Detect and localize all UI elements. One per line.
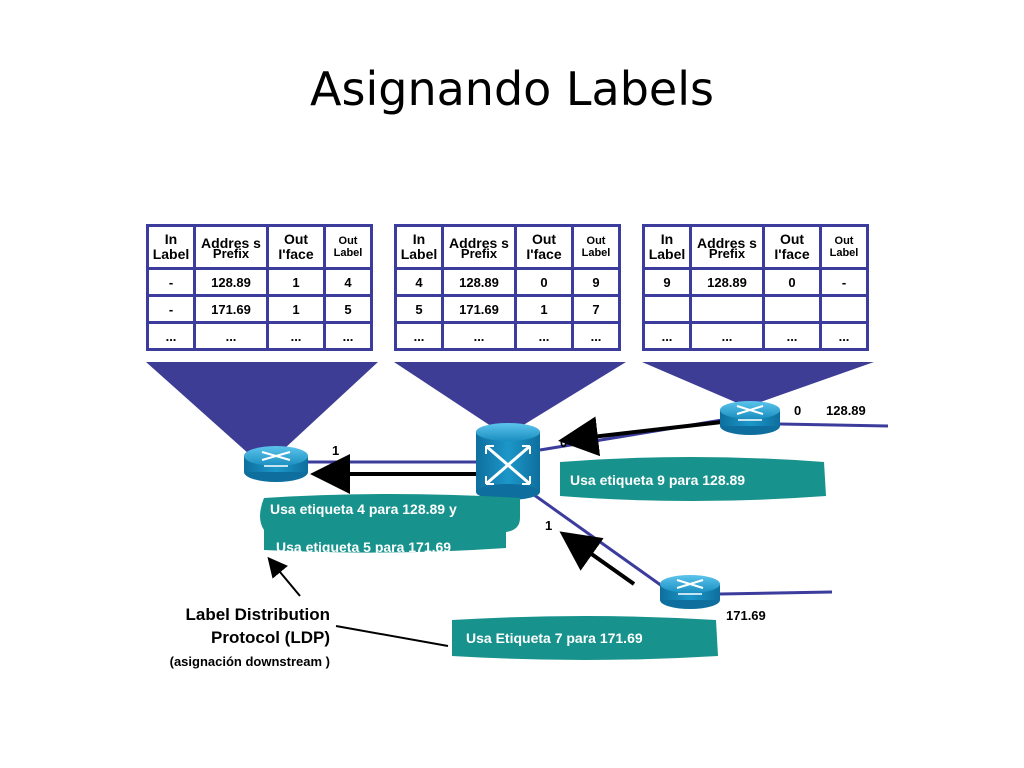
cell-address: ... — [444, 324, 514, 348]
header-address-text: Addres s — [201, 234, 261, 251]
table-funnel-center — [394, 362, 626, 432]
table-row: ... ... ... ... — [397, 324, 618, 348]
cell-address — [692, 297, 762, 321]
network-label-171: 171.69 — [726, 608, 766, 623]
table-row: ... ... ... ... — [149, 324, 370, 348]
cell-iface: 0 — [765, 270, 819, 294]
router-icon — [244, 446, 308, 482]
cell-in: ... — [149, 324, 193, 348]
router-icon — [660, 575, 720, 609]
ldp-caption-line1: Label Distribution — [186, 605, 331, 624]
header-address-text: Addres s — [449, 234, 509, 251]
cell-out: 5 — [326, 297, 370, 321]
cell-out: 9 — [574, 270, 618, 294]
table-row: - 128.89 1 4 — [149, 270, 370, 294]
cell-address: 171.69 — [444, 297, 514, 321]
cell-in: 4 — [397, 270, 441, 294]
cell-in: 5 — [397, 297, 441, 321]
header-out-label: Out Label — [326, 227, 370, 267]
iface-label-center-0: 0 — [560, 435, 567, 450]
iface-label-right-top: 0 — [794, 403, 801, 418]
bubble-label7-shape — [452, 616, 718, 660]
cell-address: ... — [692, 324, 762, 348]
cell-out: ... — [326, 324, 370, 348]
cell-in: ... — [645, 324, 689, 348]
lsr-router-icon — [476, 423, 540, 500]
bubble-label9-text: Usa etiqueta 9 para 128.89 — [570, 472, 745, 488]
ldp-arrow-bottom — [559, 531, 636, 586]
cell-iface — [765, 297, 819, 321]
bubble-label4-text-2: Usa etiqueta 5 para 171.69 — [276, 539, 451, 555]
cell-iface: 1 — [269, 270, 323, 294]
cell-iface: 1 — [517, 297, 571, 321]
cell-out: ... — [574, 324, 618, 348]
cell-out: 7 — [574, 297, 618, 321]
header-out-label: Out Label — [822, 227, 866, 267]
cell-out: 4 — [326, 270, 370, 294]
cell-in: 9 — [645, 270, 689, 294]
ldp-caption-line2: Protocol (LDP) — [211, 628, 330, 647]
slide-title: Asignando Labels — [310, 62, 714, 116]
cell-out: - — [822, 270, 866, 294]
table-row: 9 128.89 0 - — [645, 270, 866, 294]
iface-label-center-1: 1 — [545, 518, 552, 533]
bubble-label7-text: Usa Etiqueta 7 para 171.69 — [466, 630, 643, 646]
network-label-128: 128.89 — [826, 403, 866, 418]
cell-iface: 1 — [269, 297, 323, 321]
link-righttop-net — [779, 422, 889, 428]
header-address-text: Addres s — [697, 234, 757, 251]
bubble-label4-shape — [260, 494, 520, 553]
link-center-rightbottom — [529, 490, 663, 588]
table-row: - 171.69 1 5 — [149, 297, 370, 321]
table-funnel-right — [642, 362, 874, 405]
ldp-arrow-top — [558, 416, 723, 457]
table-row: ... ... ... ... — [645, 324, 866, 348]
cell-iface: 0 — [517, 270, 571, 294]
table-row: 5 171.69 1 7 — [397, 297, 618, 321]
cell-iface: ... — [765, 324, 819, 348]
header-out-iface: Out I'face — [517, 227, 571, 267]
cell-in — [645, 297, 689, 321]
cell-out: ... — [822, 324, 866, 348]
ldp-caption-line3: (asignación downstream ) — [170, 654, 330, 669]
cell-in: - — [149, 270, 193, 294]
cell-iface: ... — [269, 324, 323, 348]
cell-iface: ... — [517, 324, 571, 348]
bubble-label9-shape — [560, 457, 826, 501]
header-out-iface: Out I'face — [269, 227, 323, 267]
cell-in: ... — [397, 324, 441, 348]
cell-address: 128.89 — [692, 270, 762, 294]
router-icon — [720, 401, 780, 435]
header-prefix: Prefix — [708, 245, 746, 261]
table-funnel-left — [146, 362, 378, 462]
table-row — [645, 297, 866, 321]
header-prefix: Prefix — [460, 245, 498, 261]
cell-address: 128.89 — [196, 270, 266, 294]
header-in-label: In Label — [149, 227, 193, 267]
cell-address: 171.69 — [196, 297, 266, 321]
header-in-label: In Label — [645, 227, 689, 267]
header-prefix: Prefix — [212, 245, 250, 261]
cell-in: - — [149, 297, 193, 321]
cell-out — [822, 297, 866, 321]
cell-address: ... — [196, 324, 266, 348]
cell-address: 128.89 — [444, 270, 514, 294]
header-in-label: In Label — [397, 227, 441, 267]
ldp-line — [335, 625, 449, 647]
bubble-label4-text-1: Usa etiqueta 4 para 128.89 y — [270, 501, 457, 517]
ldp-pointer — [267, 556, 301, 597]
header-out-label: Out Label — [574, 227, 618, 267]
iface-label-left: 1 — [332, 443, 339, 458]
link-rightbottom-net — [719, 590, 833, 596]
header-out-iface: Out I'face — [765, 227, 819, 267]
table-row: 4 128.89 0 9 — [397, 270, 618, 294]
